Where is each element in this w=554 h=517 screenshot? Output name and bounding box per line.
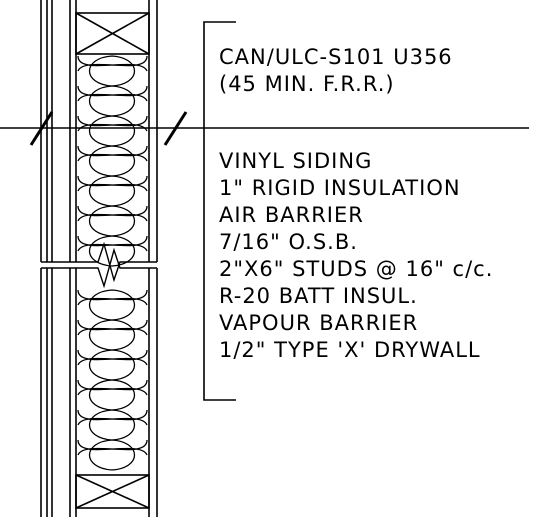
fire-rating-duration: (45 MIN. F.R.R.) bbox=[219, 72, 395, 96]
upper-batt-insulation-lobes bbox=[88, 55, 136, 267]
layer-batt-insulation: R-20 BATT INSUL. bbox=[219, 284, 418, 308]
bottom-plate-frame bbox=[75, 474, 150, 509]
lower-batt-insulation bbox=[77, 289, 148, 456]
note-bracket bbox=[203, 21, 236, 401]
layer-vapour-barrier: VAPOUR BARRIER bbox=[219, 311, 419, 335]
leader-geometry bbox=[0, 21, 529, 401]
layer-osb: 7/16" O.S.B. bbox=[219, 230, 358, 254]
layer-drywall: 1/2" TYPE 'X' DRYWALL bbox=[219, 338, 481, 362]
wall-geometry bbox=[40, 0, 158, 517]
lower-break-line bbox=[41, 247, 157, 289]
section-tick-right bbox=[163, 111, 188, 146]
layer-air-barrier: AIR BARRIER bbox=[219, 203, 364, 227]
upper-break-line bbox=[41, 241, 157, 283]
fire-rating-note: CAN/ULC-S101 U356 (45 MIN. F.R.R.) bbox=[219, 44, 453, 98]
upper-batt-insulation bbox=[77, 55, 148, 252]
lower-batt-insulation-lobes bbox=[88, 289, 136, 471]
top-plate-frame bbox=[75, 12, 150, 55]
assembly-layers-note: VINYL SIDING 1" RIGID INSULATION AIR BAR… bbox=[219, 148, 493, 364]
section-tick-left bbox=[29, 111, 54, 146]
top-plate-diag-b bbox=[75, 12, 150, 55]
layer-rigid-insulation: 1" RIGID INSULATION bbox=[219, 176, 461, 200]
fire-rating-standard: CAN/ULC-S101 U356 bbox=[219, 45, 453, 69]
bottom-plate-diag-b bbox=[75, 474, 150, 509]
layer-vinyl-siding: VINYL SIDING bbox=[219, 149, 373, 173]
layer-studs: 2"X6" STUDS @ 16" c/c. bbox=[219, 257, 494, 281]
